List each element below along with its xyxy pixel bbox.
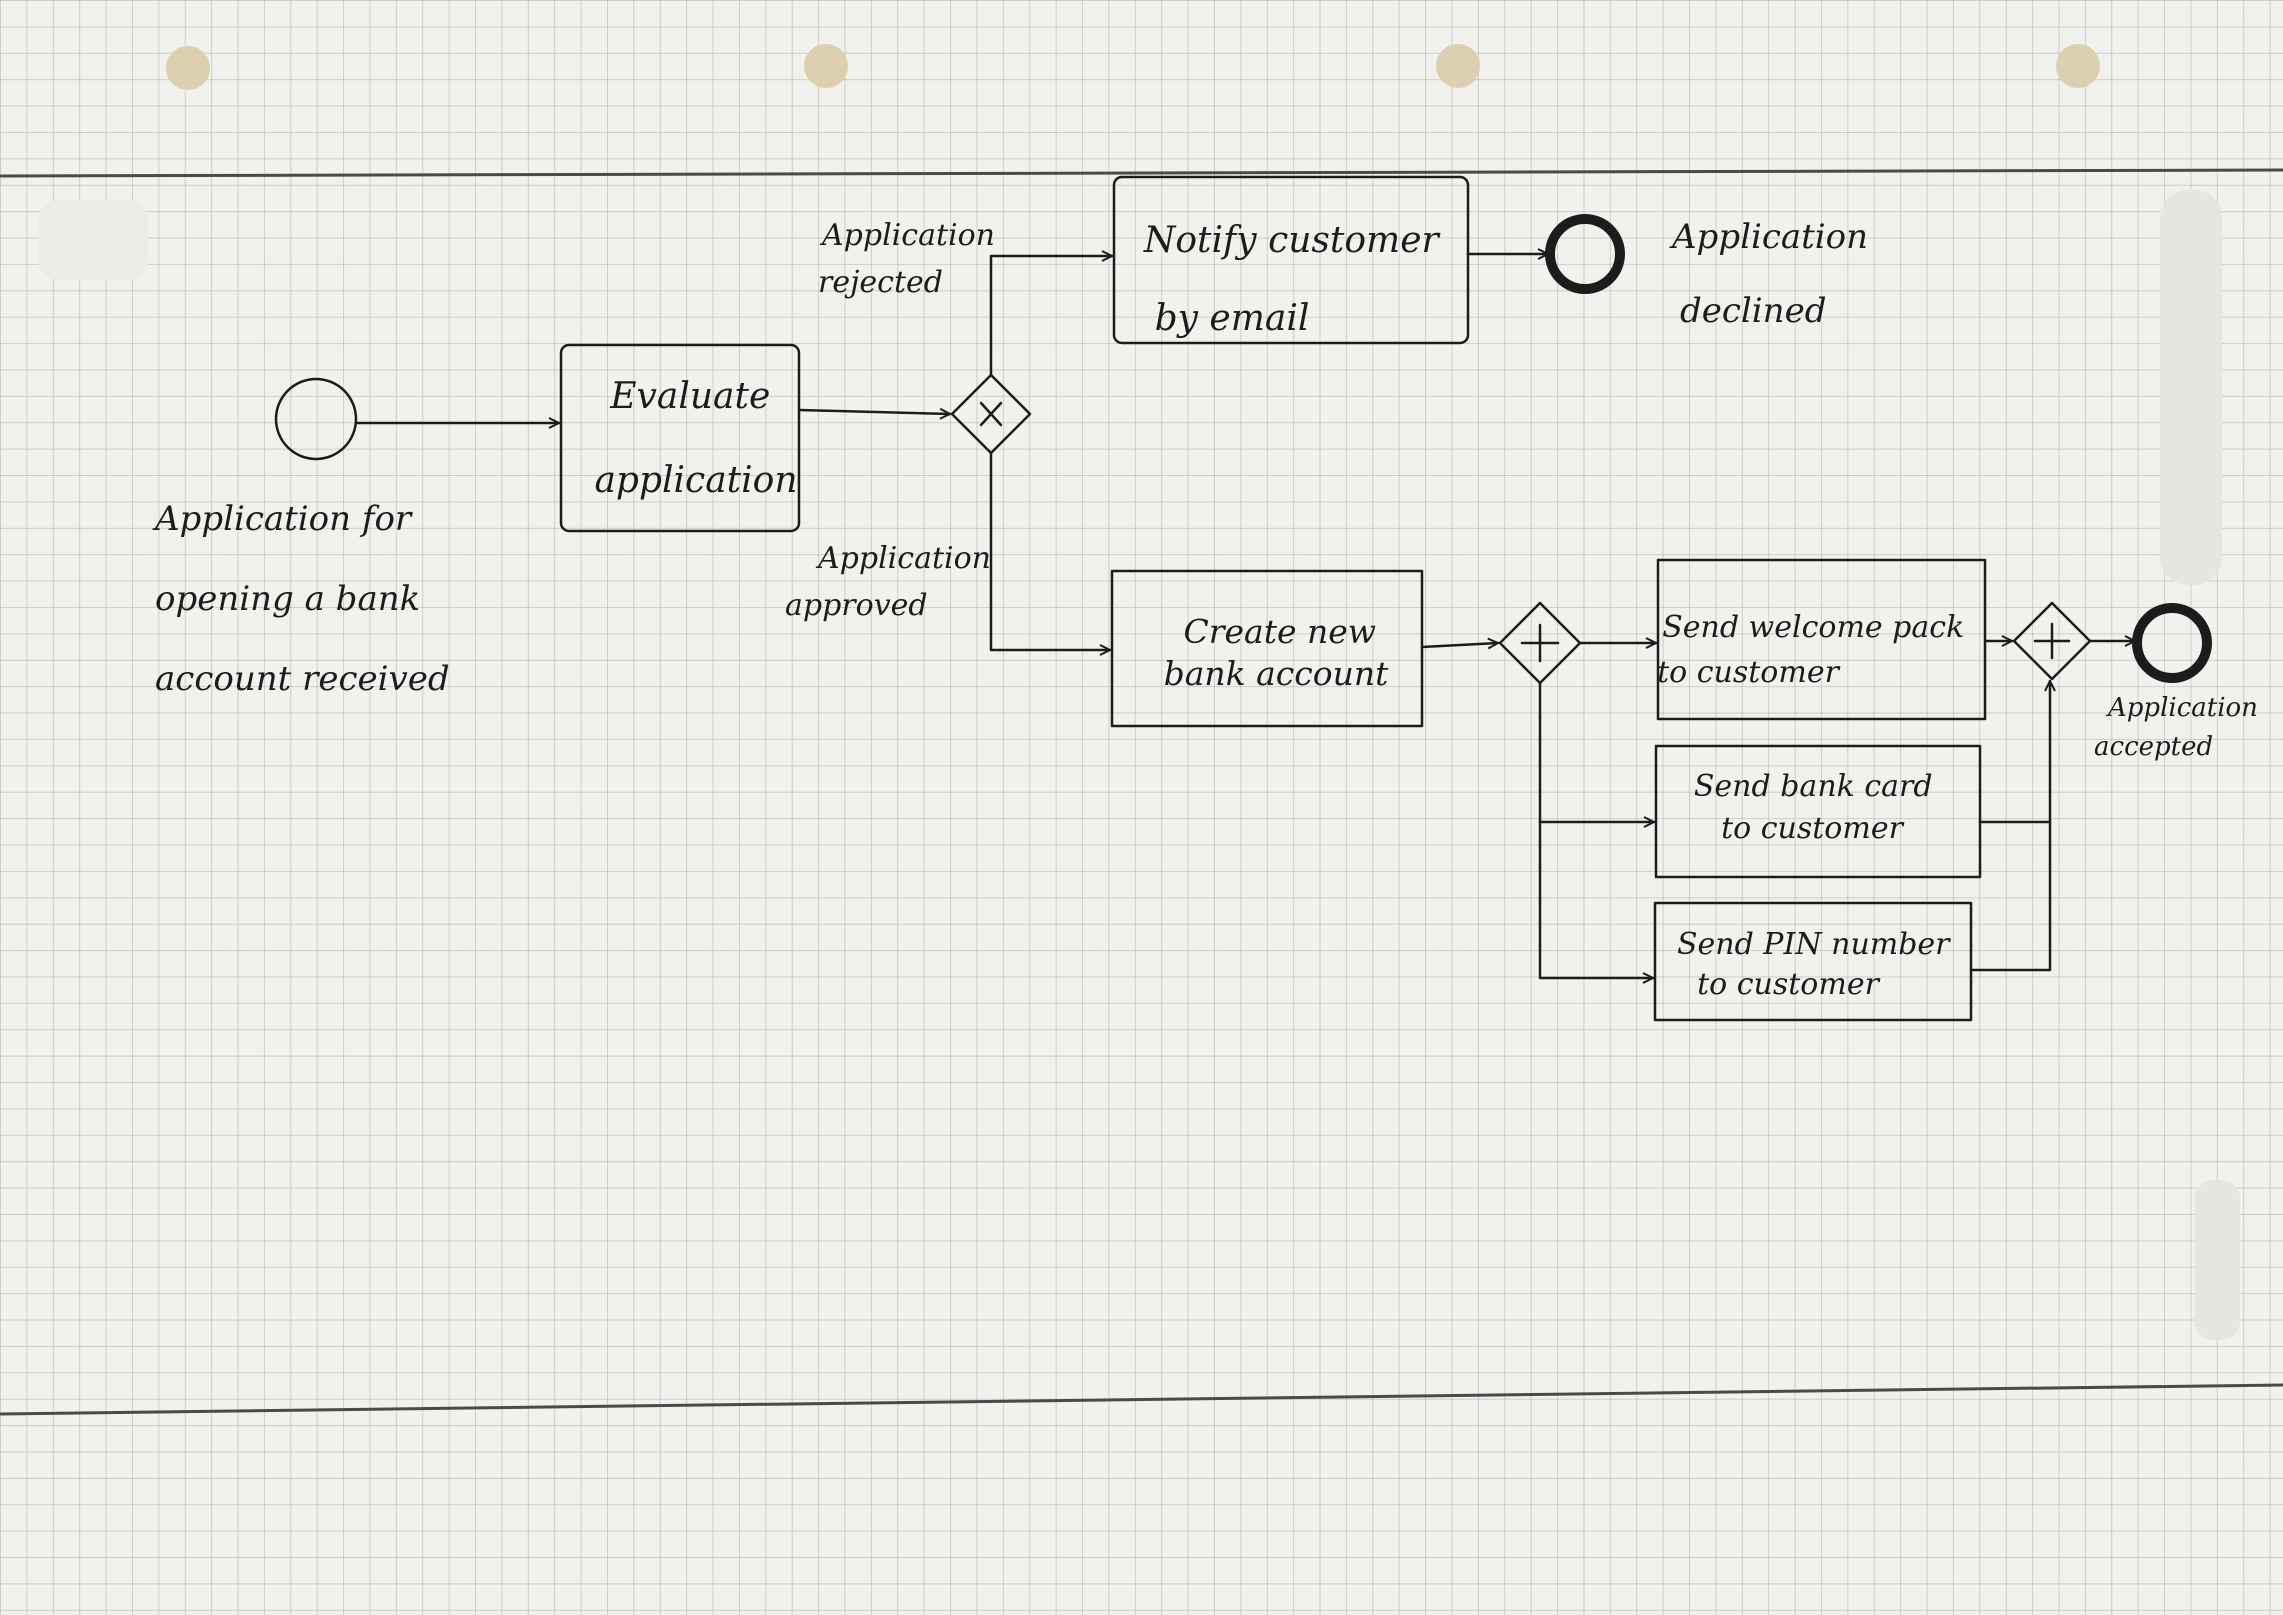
flow-bank-card-to-join xyxy=(1978,679,2050,824)
end-event-declined xyxy=(1545,214,1625,294)
flow-split-to-bank-card xyxy=(1538,681,1656,822)
label-send-bank-card: Send bank card to customer xyxy=(1694,769,1942,846)
parallel-gateway-join xyxy=(2012,601,2092,681)
margin-line-top xyxy=(0,168,2283,178)
redaction-mark xyxy=(2160,190,2222,585)
punch-hole xyxy=(1436,44,1480,88)
label-flow-rejected: Application rejected xyxy=(818,218,1005,300)
flow-create-to-split xyxy=(1420,643,1498,647)
flow-evaluate-to-gateway xyxy=(797,410,952,414)
label-start-event: Application for opening a bank account r… xyxy=(152,499,450,699)
start-event xyxy=(274,377,358,461)
task-evaluate-application xyxy=(559,343,801,533)
flow-split-to-pin xyxy=(1538,820,1655,978)
label-send-welcome-pack: Send welcome pack to customer xyxy=(1657,610,1974,690)
punch-hole xyxy=(166,46,210,90)
margin-line-bottom xyxy=(0,1383,2283,1416)
flow-pin-to-join xyxy=(1969,820,2052,972)
redaction-mark xyxy=(2195,1180,2240,1340)
gateway-plus-symbol xyxy=(2033,622,2071,660)
end-event-accepted xyxy=(2132,603,2212,683)
task-create-bank-account xyxy=(1110,569,1424,728)
task-notify-customer xyxy=(1112,175,1470,345)
label-send-pin-number: Send PIN number to customer xyxy=(1677,927,1959,1002)
gateway-x-symbol xyxy=(979,401,1003,427)
task-send-bank-card xyxy=(1654,744,1982,879)
flow-approved xyxy=(989,451,1112,650)
punch-hole xyxy=(2056,44,2100,88)
task-send-welcome-pack xyxy=(1656,558,1987,721)
label-end-accepted: Application accepted xyxy=(2094,693,2266,762)
flow-rejected xyxy=(989,256,1114,377)
label-notify-customer: Notify customer by email xyxy=(1143,220,1450,339)
punch-hole xyxy=(804,44,848,88)
paper-decorations xyxy=(0,44,2283,1416)
label-evaluate-application: Evaluate application xyxy=(594,376,797,501)
gateway-plus-symbol xyxy=(1520,623,1560,663)
label-create-bank-account: Create new bank account xyxy=(1164,612,1390,693)
label-flow-approved: Application approved xyxy=(785,541,1001,623)
label-end-declined: Application declined xyxy=(1669,217,1879,331)
task-send-pin-number xyxy=(1653,901,1973,1022)
redaction-mark xyxy=(38,200,148,280)
